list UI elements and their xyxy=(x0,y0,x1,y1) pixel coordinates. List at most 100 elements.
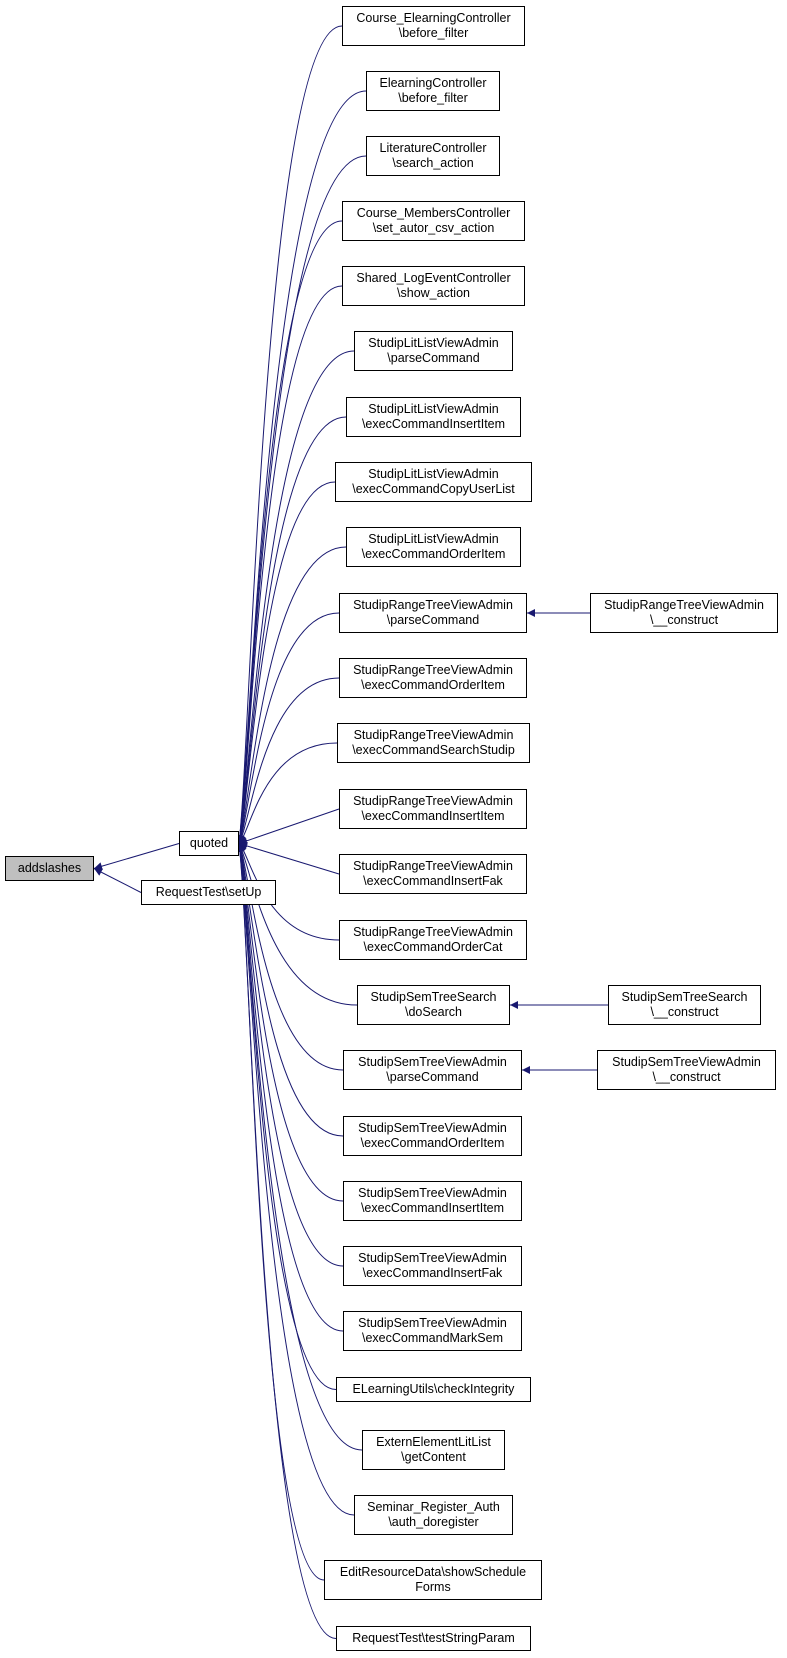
edge-requesttest-teststringparam-to-quoted xyxy=(236,843,337,1639)
node-addslashes: addslashes xyxy=(5,856,94,881)
node-label: \parseCommand xyxy=(387,351,480,365)
node-label: ELearningUtils\checkIntegrity xyxy=(352,1382,515,1396)
node-label: Forms xyxy=(415,1580,451,1594)
node-label: \search_action xyxy=(392,156,474,170)
node-elearningutils-checkintegrity[interactable]: ELearningUtils\checkIntegrity xyxy=(336,1377,531,1402)
node-label: \execCommandInsertItem xyxy=(360,1201,505,1215)
node-label: StudipSemTreeViewAdmin xyxy=(612,1055,761,1069)
edge-course-elearning-before-filter-to-quoted xyxy=(235,25,343,844)
node-label: StudipSemTreeSearch xyxy=(370,990,497,1004)
node-label: \before_filter xyxy=(398,26,469,40)
node-label: StudipLitListViewAdmin xyxy=(368,402,499,416)
node-label: Course_MembersController xyxy=(356,206,511,220)
node-rangetree-parsecommand[interactable]: StudipRangeTreeViewAdmin\parseCommand xyxy=(339,593,527,633)
edge-rangetree-execcommandsearchstudip-to-quoted xyxy=(238,742,338,844)
node-rangetree-execcommandsearchstudip[interactable]: StudipRangeTreeViewAdmin\execCommandSear… xyxy=(337,723,530,763)
node-litlist-execcommandorderitem[interactable]: StudipLitListViewAdmin\execCommandOrderI… xyxy=(346,527,521,567)
node-semtree-construct[interactable]: StudipSemTreeViewAdmin\__construct xyxy=(597,1050,776,1090)
node-label: Seminar_Register_Auth xyxy=(367,1500,500,1514)
node-label: StudipRangeTreeViewAdmin xyxy=(353,859,513,873)
edge-semtree-parsecommand-to-quoted xyxy=(238,843,344,1071)
node-label: \parseCommand xyxy=(386,613,480,627)
node-label: EditResourceData\showSchedule xyxy=(339,1565,527,1579)
edge-litlist-parsecommand-to-quoted xyxy=(236,350,355,844)
node-label: StudipSemTreeSearch xyxy=(621,990,748,1004)
node-label: StudipRangeTreeViewAdmin xyxy=(353,598,513,612)
node-label: StudipRangeTreeViewAdmin xyxy=(353,794,513,808)
node-label: \execCommandCopyUserList xyxy=(352,482,515,496)
edge-rangetree-execcommandinsertitem-to-quoted xyxy=(238,808,340,845)
node-rangetree-execcommandordercat[interactable]: StudipRangeTreeViewAdmin\execCommandOrde… xyxy=(339,920,527,960)
node-label: StudipSemTreeViewAdmin xyxy=(358,1251,507,1265)
node-label: Shared_LogEventController xyxy=(356,271,511,285)
node-label: \getContent xyxy=(401,1450,466,1464)
node-semtree-execcommandinsertfak[interactable]: StudipSemTreeViewAdmin\execCommandInsert… xyxy=(343,1246,522,1286)
node-label: ElearningController xyxy=(379,76,487,90)
node-label: StudipLitListViewAdmin xyxy=(368,467,499,481)
node-course-members-set-autor-csv[interactable]: Course_MembersController\set_autor_csv_a… xyxy=(342,201,525,241)
edge-requesttest-setup-to-addslashes xyxy=(93,868,142,893)
node-label: StudipLitListViewAdmin xyxy=(368,336,499,350)
node-label: ExternElementLitList xyxy=(376,1435,491,1449)
node-label: StudipSemTreeViewAdmin xyxy=(358,1186,507,1200)
edge-rangetree-parsecommand-to-quoted xyxy=(238,612,340,844)
node-litlist-parsecommand[interactable]: StudipLitListViewAdmin\parseCommand xyxy=(354,331,513,371)
edge-rangetree-execcommandorderitem-to-quoted xyxy=(238,677,340,844)
node-label: \set_autor_csv_action xyxy=(372,221,495,235)
node-semtree-execcommandinsertitem[interactable]: StudipSemTreeViewAdmin\execCommandInsert… xyxy=(343,1181,522,1221)
node-label: Course_ElearningController xyxy=(356,11,511,25)
node-label: \doSearch xyxy=(405,1005,462,1019)
node-externelementlitlist-getcontent[interactable]: ExternElementLitList\getContent xyxy=(362,1430,505,1470)
node-course-elearning-before-filter[interactable]: Course_ElearningController\before_filter xyxy=(342,6,525,46)
node-rangetree-construct[interactable]: StudipRangeTreeViewAdmin\__construct xyxy=(590,593,778,633)
node-rangetree-execcommandinsertfak[interactable]: StudipRangeTreeViewAdmin\execCommandInse… xyxy=(339,854,527,894)
node-label: \execCommandInsertFak xyxy=(362,1266,503,1280)
node-semtree-execcommandorderitem[interactable]: StudipSemTreeViewAdmin\execCommandOrderI… xyxy=(343,1116,522,1156)
node-label: StudipSemTreeViewAdmin xyxy=(358,1316,507,1330)
edge-semtreesearch-dosearch-to-quoted xyxy=(238,843,358,1006)
edge-shared-logevent-show-action-to-quoted xyxy=(236,285,343,844)
node-label: \__construct xyxy=(649,613,719,627)
node-label: StudipLitListViewAdmin xyxy=(368,532,499,546)
edge-semtree-execcommandinsertfak-to-quoted xyxy=(236,843,344,1267)
node-label: \before_filter xyxy=(398,91,468,105)
node-label: \execCommandOrderItem xyxy=(361,547,506,561)
node-quoted[interactable]: quoted xyxy=(179,831,239,856)
node-semtreesearch-construct[interactable]: StudipSemTreeSearch\__construct xyxy=(608,985,761,1025)
node-semtree-execcommandmarksem[interactable]: StudipSemTreeViewAdmin\execCommandMarkSe… xyxy=(343,1311,522,1351)
node-literature-search-action[interactable]: LiteratureController\search_action xyxy=(366,136,500,176)
node-semtree-parsecommand[interactable]: StudipSemTreeViewAdmin\parseCommand xyxy=(343,1050,522,1090)
node-label: \execCommandInsertFak xyxy=(363,874,503,888)
node-semtreesearch-dosearch[interactable]: StudipSemTreeSearch\doSearch xyxy=(357,985,510,1025)
node-litlist-execcommandcopyuserlist[interactable]: StudipLitListViewAdmin\execCommandCopyUs… xyxy=(335,462,532,502)
node-label: StudipRangeTreeViewAdmin xyxy=(604,598,764,612)
node-elearning-before-filter[interactable]: ElearningController\before_filter xyxy=(366,71,500,111)
node-label: \execCommandInsertItem xyxy=(361,417,506,431)
edge-semtree-execcommandorderitem-to-quoted xyxy=(237,843,344,1137)
node-label: \__construct xyxy=(650,1005,719,1019)
node-rangetree-execcommandorderitem[interactable]: StudipRangeTreeViewAdmin\execCommandOrde… xyxy=(339,658,527,698)
node-label: \execCommandSearchStudip xyxy=(352,743,515,757)
node-shared-logevent-show-action[interactable]: Shared_LogEventController\show_action xyxy=(342,266,525,306)
node-label: StudipRangeTreeViewAdmin xyxy=(353,728,514,742)
node-litlist-execcommandinsertitem[interactable]: StudipLitListViewAdmin\execCommandInsert… xyxy=(346,397,521,437)
edge-quoted-to-addslashes xyxy=(93,843,180,871)
node-label: \execCommandInsertItem xyxy=(361,809,505,823)
node-label: addslashes xyxy=(17,861,82,875)
node-label: StudipSemTreeViewAdmin xyxy=(358,1055,507,1069)
edge-rangetree-execcommandinsertfak-to-quoted xyxy=(238,842,340,875)
node-seminar-register-auth-doregister[interactable]: Seminar_Register_Auth\auth_doregister xyxy=(354,1495,513,1535)
edge-litlist-execcommandcopyuserlist-to-quoted xyxy=(237,481,336,844)
node-label: \parseCommand xyxy=(386,1070,479,1084)
edge-semtree-execcommandinsertitem-to-quoted xyxy=(237,843,344,1202)
node-requesttest-setup[interactable]: RequestTest\setUp xyxy=(141,880,276,905)
node-rangetree-execcommandinsertitem[interactable]: StudipRangeTreeViewAdmin\execCommandInse… xyxy=(339,789,527,829)
node-label: \execCommandOrderItem xyxy=(361,678,505,692)
node-label: RequestTest\testStringParam xyxy=(352,1631,515,1645)
edge-elearningutils-checkintegrity-to-quoted xyxy=(236,843,337,1390)
edge-litlist-execcommandorderitem-to-quoted xyxy=(237,546,347,844)
node-requesttest-teststringparam[interactable]: RequestTest\testStringParam xyxy=(336,1626,531,1651)
node-label: LiteratureController xyxy=(379,141,487,155)
